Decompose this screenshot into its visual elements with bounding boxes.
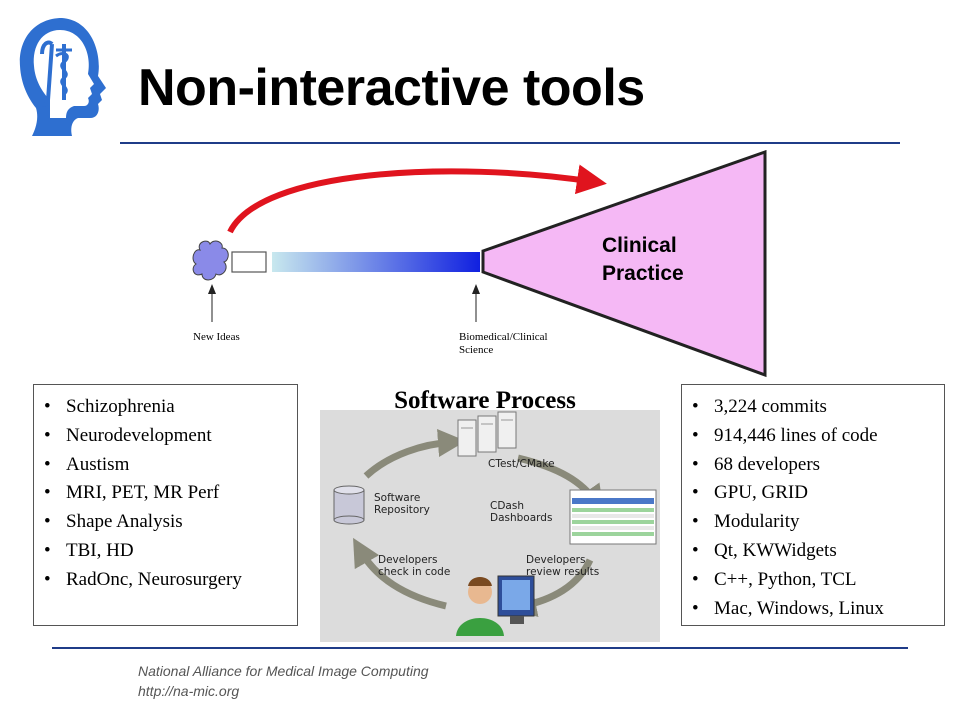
software-process-title: Software Process xyxy=(394,387,576,414)
list-item: 914,446 lines of code xyxy=(692,422,938,451)
list-item: Qt, KWWidgets xyxy=(692,537,938,566)
database-icon xyxy=(333,485,365,525)
list-item: Modularity xyxy=(692,508,938,537)
list-item: GPU, GRID xyxy=(692,479,938,508)
clinical-label-line2: Practice xyxy=(602,262,684,285)
biomedical-label-line1: Biomedical/Clinical xyxy=(459,331,548,343)
list-item: 3,224 commits xyxy=(692,393,938,422)
footer-organization: National Alliance for Medical Image Comp… xyxy=(138,663,429,679)
review-label-line2: review results xyxy=(526,566,600,578)
review-label-line1: Developers xyxy=(526,554,586,566)
repository-label: Software Repository xyxy=(374,492,430,516)
list-item: C++, Python, TCL xyxy=(692,566,938,595)
slide-title: Non-interactive tools xyxy=(138,59,645,117)
software-process-panel: CTest/CMake Software Repository CDash Da… xyxy=(320,410,660,642)
cdash-label-line2: Dashboards xyxy=(490,512,553,524)
software-process-cycle xyxy=(333,411,657,636)
science-gradient-bar xyxy=(272,252,480,272)
applications-list-box: Schizophrenia Neurodevelopment Austism M… xyxy=(33,384,298,626)
new-ideas-label: New Ideas xyxy=(193,331,240,343)
list-item: Mac, Windows, Linux xyxy=(692,595,938,624)
ctest-label: CTest/CMake xyxy=(488,458,555,470)
footer-url-link[interactable]: http://na-mic.org xyxy=(138,683,240,699)
clinical-label-line1: Clinical xyxy=(602,234,677,257)
namic-head-logo-icon xyxy=(19,18,106,136)
biomedical-science-label: Biomedical/Clinical Science xyxy=(459,331,548,357)
cdash-label: CDash Dashboards xyxy=(490,500,552,524)
idea-box xyxy=(231,251,267,273)
clinical-practice-funnel xyxy=(481,150,767,378)
list-item: RadOnc, Neurosurgery xyxy=(44,566,291,595)
cdash-label-line1: CDash xyxy=(490,500,524,512)
list-item: 68 developers xyxy=(692,451,938,480)
title-divider xyxy=(120,142,900,144)
check-in-label: Developers check in code xyxy=(378,554,450,578)
list-item: Shape Analysis xyxy=(44,508,291,537)
check-in-label-line2: check in code xyxy=(378,566,451,578)
clinical-practice-label: Clinical Practice xyxy=(602,232,684,288)
server-icon xyxy=(457,411,517,457)
check-in-label-line1: Developers xyxy=(378,554,438,566)
dashboard-screenshot-icon xyxy=(569,489,657,545)
list-item: Schizophrenia xyxy=(44,393,291,422)
translation-diagram xyxy=(192,150,767,378)
repository-label-line2: Repository xyxy=(374,504,430,516)
cycle-arrow-left-top xyxy=(363,429,466,479)
cycle-arrow-bottom-left xyxy=(353,537,447,610)
biomedical-label-line2: Science xyxy=(459,344,494,356)
list-item: Neurodevelopment xyxy=(44,422,291,451)
list-item: Austism xyxy=(44,451,291,480)
red-arc-arrow xyxy=(227,164,607,234)
project-stats-box: 3,224 commits 914,446 lines of code 68 d… xyxy=(681,384,945,626)
developer-avatar-icon xyxy=(456,575,535,636)
cloud-icon xyxy=(192,240,229,281)
list-item: MRI, PET, MR Perf xyxy=(44,479,291,508)
review-label: Developers review results xyxy=(526,554,599,578)
footer-divider xyxy=(52,647,908,649)
list-item: TBI, HD xyxy=(44,537,291,566)
repository-label-line1: Software xyxy=(374,492,421,504)
